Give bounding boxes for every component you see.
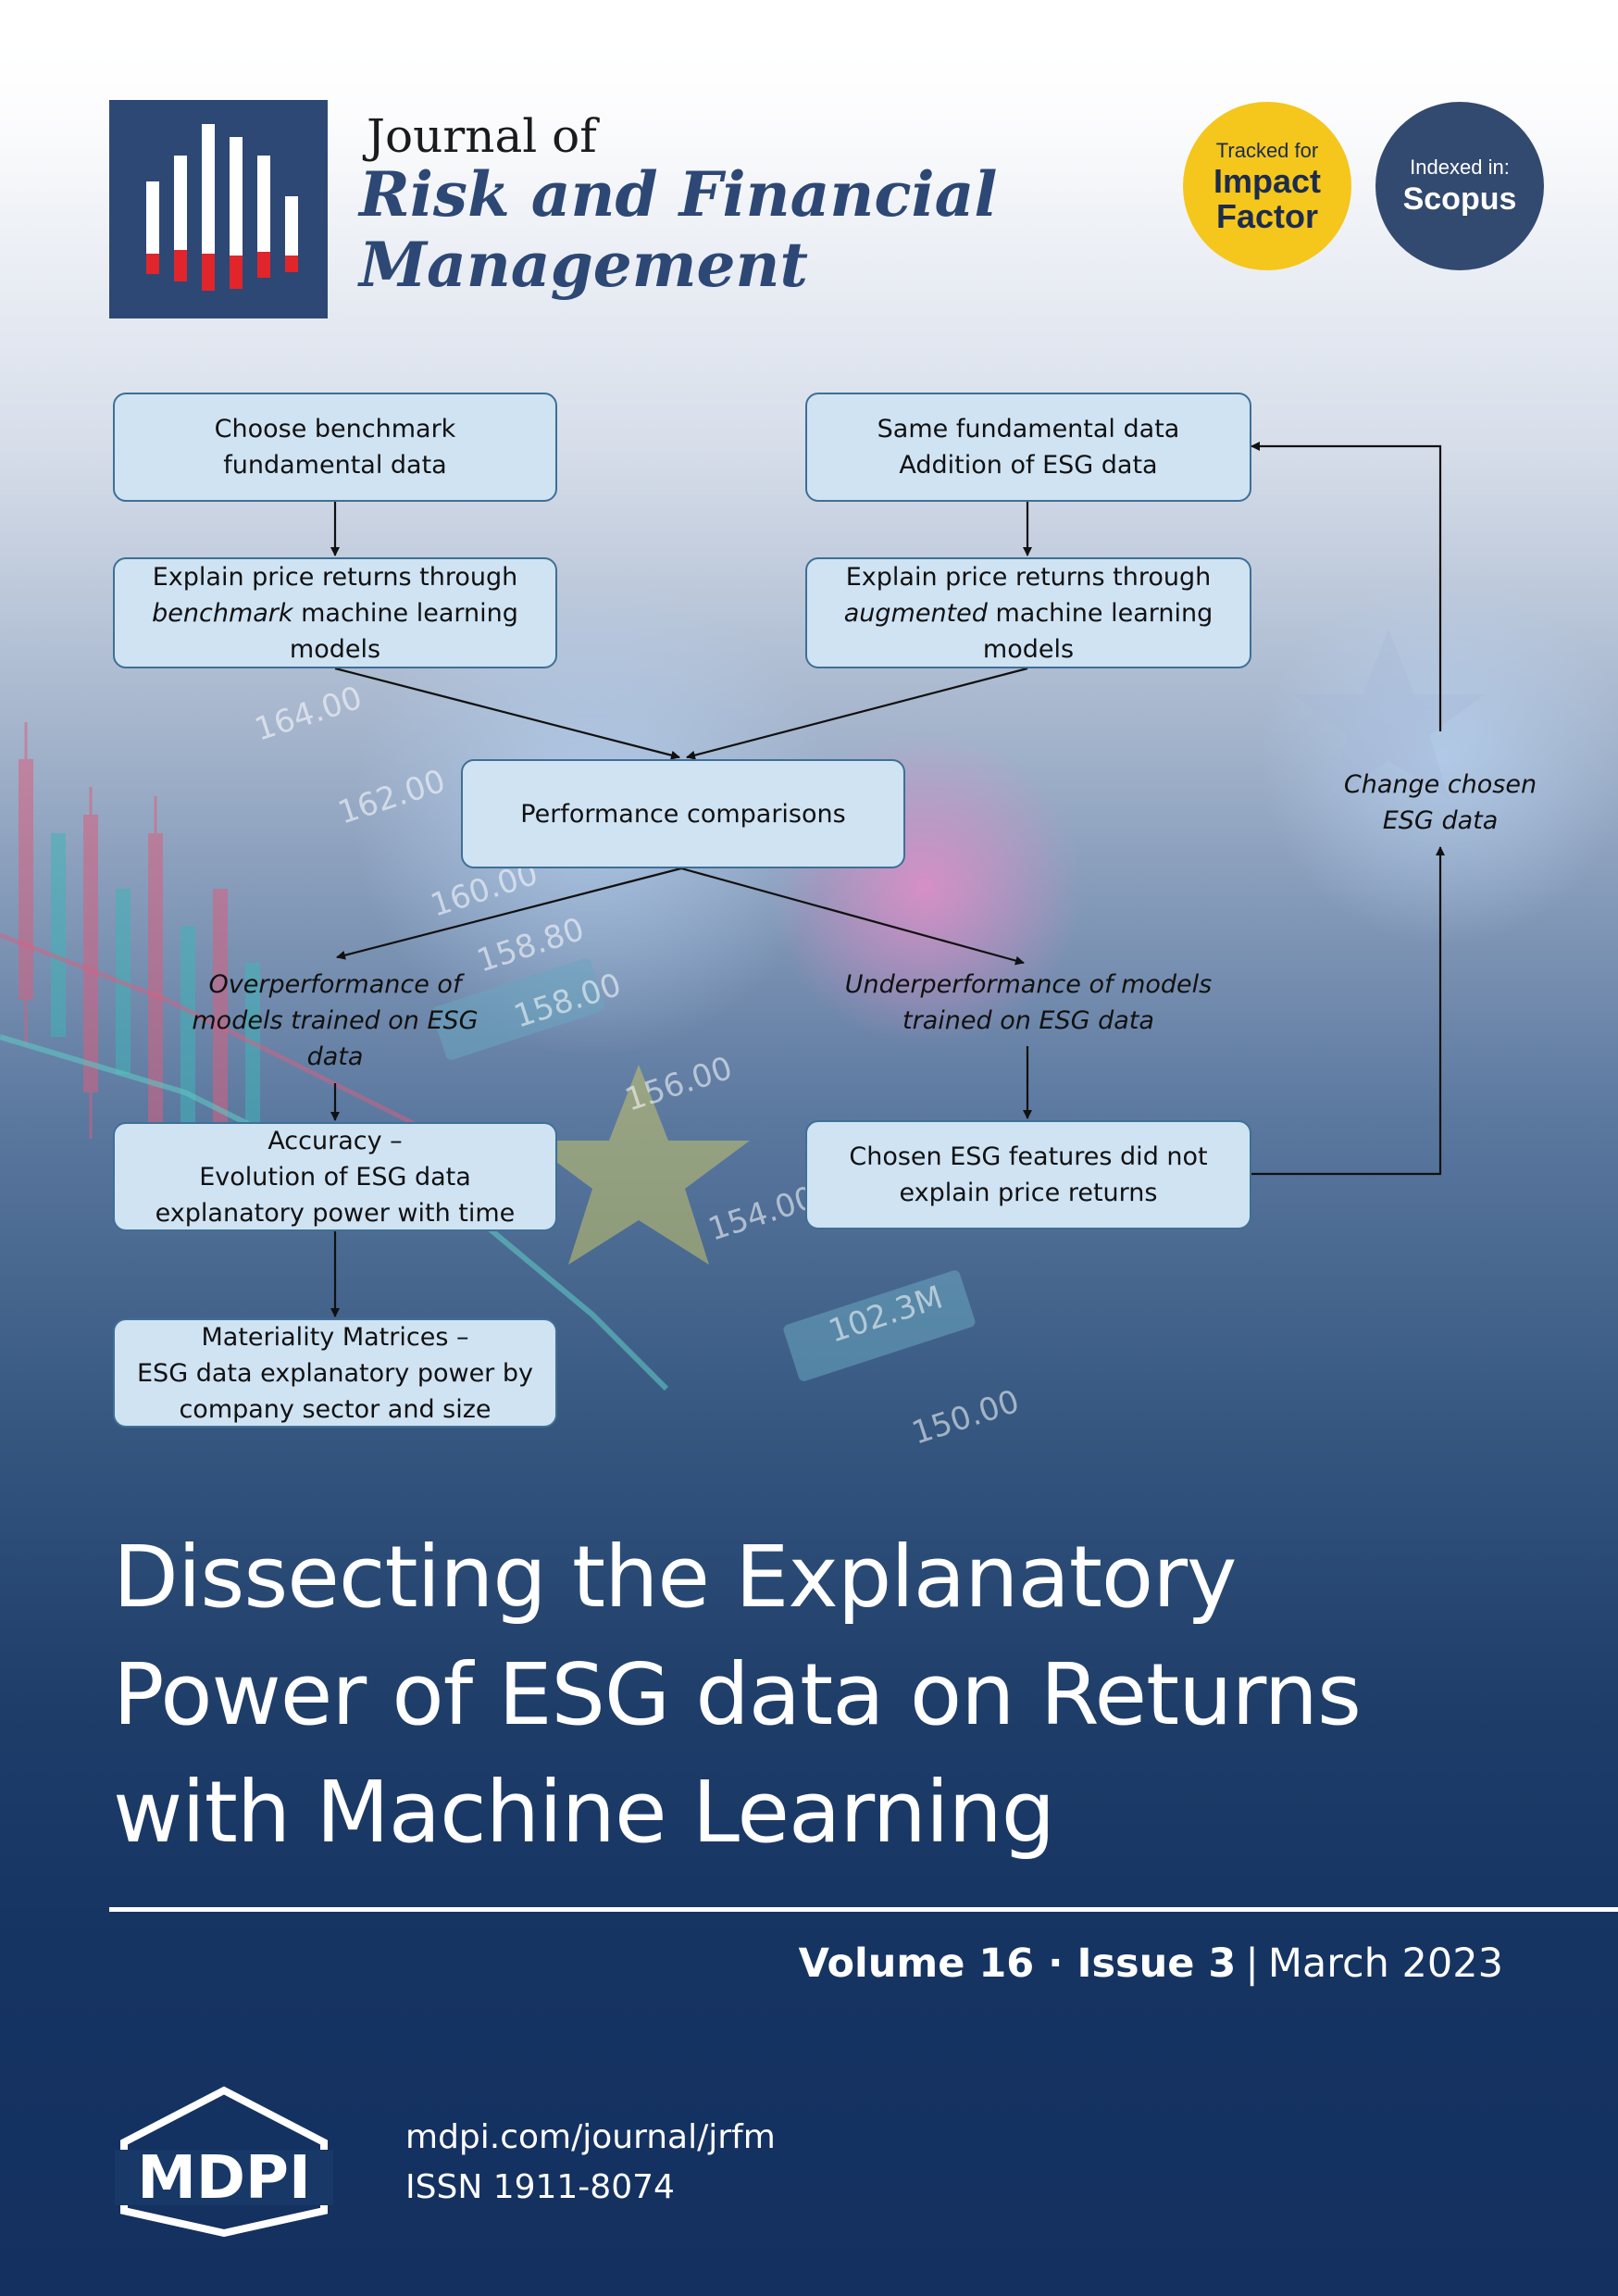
overperformance-line2: models trained on ESG	[192, 1006, 479, 1035]
bars-logo-icon	[146, 124, 298, 291]
augmented-models-line1: Explain price returns through	[845, 562, 1212, 592]
performance-box: Performance comparisons	[461, 759, 905, 868]
benchmark-models-line2: benchmark machine learning	[152, 595, 518, 631]
article-title: Dissecting the Explanatory Power of ESG …	[113, 1518, 1594, 1871]
arrow-notexplained-to-change	[1250, 846, 1445, 1176]
issue-separator: |	[1245, 1940, 1259, 1987]
benchmark-models-box: Explain price returns through benchmark …	[113, 557, 557, 668]
augmented-data-line1: Same fundamental data	[877, 415, 1180, 443]
arrow-performance-to-over	[336, 867, 682, 960]
issue-date: March 2023	[1267, 1940, 1503, 1987]
change-esg-line1: Change chosen	[1343, 770, 1537, 799]
benchmark-emphasis: benchmark	[152, 598, 293, 628]
augmented-models-line2: augmented machine learning	[844, 595, 1214, 631]
arrow-change-to-augmented	[1251, 442, 1442, 731]
title-line3: with Machine Learning	[113, 1763, 1055, 1862]
impact-badge-line3: Factor	[1215, 197, 1319, 235]
issue-info: Volume 16 · Issue 3|March 2023	[799, 1940, 1503, 1987]
underperformance-label: Underperformance of models trained on ES…	[805, 967, 1251, 1039]
divider	[109, 1907, 1618, 1912]
change-esg-label: Change chosen ESG data	[1314, 767, 1566, 839]
journal-name-line1: Risk and Financial	[359, 158, 998, 231]
accuracy-box: Accuracy – Evolution of ESG data explana…	[113, 1122, 557, 1231]
impact-factor-badge: Tracked for Impact Factor	[1183, 102, 1351, 270]
journal-name: Risk and Financial Management	[359, 159, 997, 300]
accuracy-line2: Evolution of ESG data	[199, 1162, 471, 1192]
overperformance-line1: Overperformance of	[208, 970, 462, 999]
benchmark-models-line2-rest: machine learning	[292, 598, 518, 628]
benchmark-data-line2: fundamental data	[223, 451, 447, 480]
scopus-badge: Indexed in: Scopus	[1375, 102, 1544, 270]
augmented-models-line2-rest: machine learning	[987, 598, 1214, 628]
issn: ISSN 1911-8074	[405, 2168, 675, 2206]
volume: Volume 16	[798, 1940, 1035, 1987]
journal-url[interactable]: mdpi.com/journal/jrfm	[405, 2118, 776, 2156]
overperformance-label: Overperformance of models trained on ESG…	[139, 967, 531, 1075]
materiality-box: Materiality Matrices – ESG data explanat…	[113, 1318, 557, 1428]
title-line2: Power of ESG data on Returns	[113, 1645, 1362, 1744]
arrow-augmented-to-performance	[686, 667, 1028, 760]
augmented-data-box: Same fundamental data Addition of ESG da…	[805, 393, 1251, 502]
accuracy-line1: Accuracy –	[268, 1126, 403, 1155]
issue-dot: ·	[1034, 1940, 1077, 1987]
underperformance-line2: trained on ESG data	[902, 1006, 1154, 1035]
journal-name-line2: Management	[359, 229, 809, 301]
impact-badge-line2: Impact	[1213, 162, 1322, 200]
augmented-emphasis: augmented	[843, 598, 988, 628]
underperformance-line1: Underperformance of models	[844, 970, 1213, 999]
scopus-badge-line2: Scopus	[1402, 181, 1517, 217]
mdpi-logo: MDPI	[115, 2086, 333, 2238]
benchmark-models-line3: models	[289, 634, 381, 664]
title-line1: Dissecting the Explanatory	[113, 1528, 1237, 1627]
not-explained-line1: Chosen ESG features did not	[849, 1142, 1208, 1171]
accuracy-line3: explanatory power with time	[155, 1198, 516, 1228]
overperformance-line3: data	[306, 1042, 364, 1071]
arrow-performance-to-under	[680, 867, 1025, 966]
not-explained-box: Chosen ESG features did not explain pric…	[805, 1120, 1251, 1229]
issue-number: Issue 3	[1077, 1940, 1237, 1987]
augmented-models-line3: models	[982, 634, 1075, 664]
benchmark-data-box: Choose benchmark fundamental data	[113, 393, 557, 502]
performance-label: Performance comparisons	[520, 799, 846, 829]
journal-prefix: Journal of	[367, 109, 597, 163]
benchmark-data-line1: Choose benchmark	[214, 415, 456, 443]
impact-badge-line1: Tracked for	[1215, 139, 1319, 162]
benchmark-models-line1: Explain price returns through	[152, 562, 518, 592]
augmented-models-box: Explain price returns through augmented …	[805, 557, 1251, 668]
journal-logo	[109, 100, 328, 318]
change-esg-line2: ESG data	[1382, 806, 1499, 835]
materiality-line2: ESG data explanatory power by	[137, 1358, 533, 1388]
scopus-badge-line1: Indexed in:	[1410, 156, 1510, 179]
augmented-data-line2: Addition of ESG data	[899, 451, 1158, 480]
arrow-benchmark-to-performance	[334, 667, 680, 760]
materiality-line1: Materiality Matrices –	[201, 1322, 469, 1352]
materiality-line3: company sector and size	[179, 1394, 492, 1424]
mdpi-logo-text: MDPI	[137, 2144, 311, 2213]
not-explained-line2: explain price returns	[899, 1179, 1158, 1207]
